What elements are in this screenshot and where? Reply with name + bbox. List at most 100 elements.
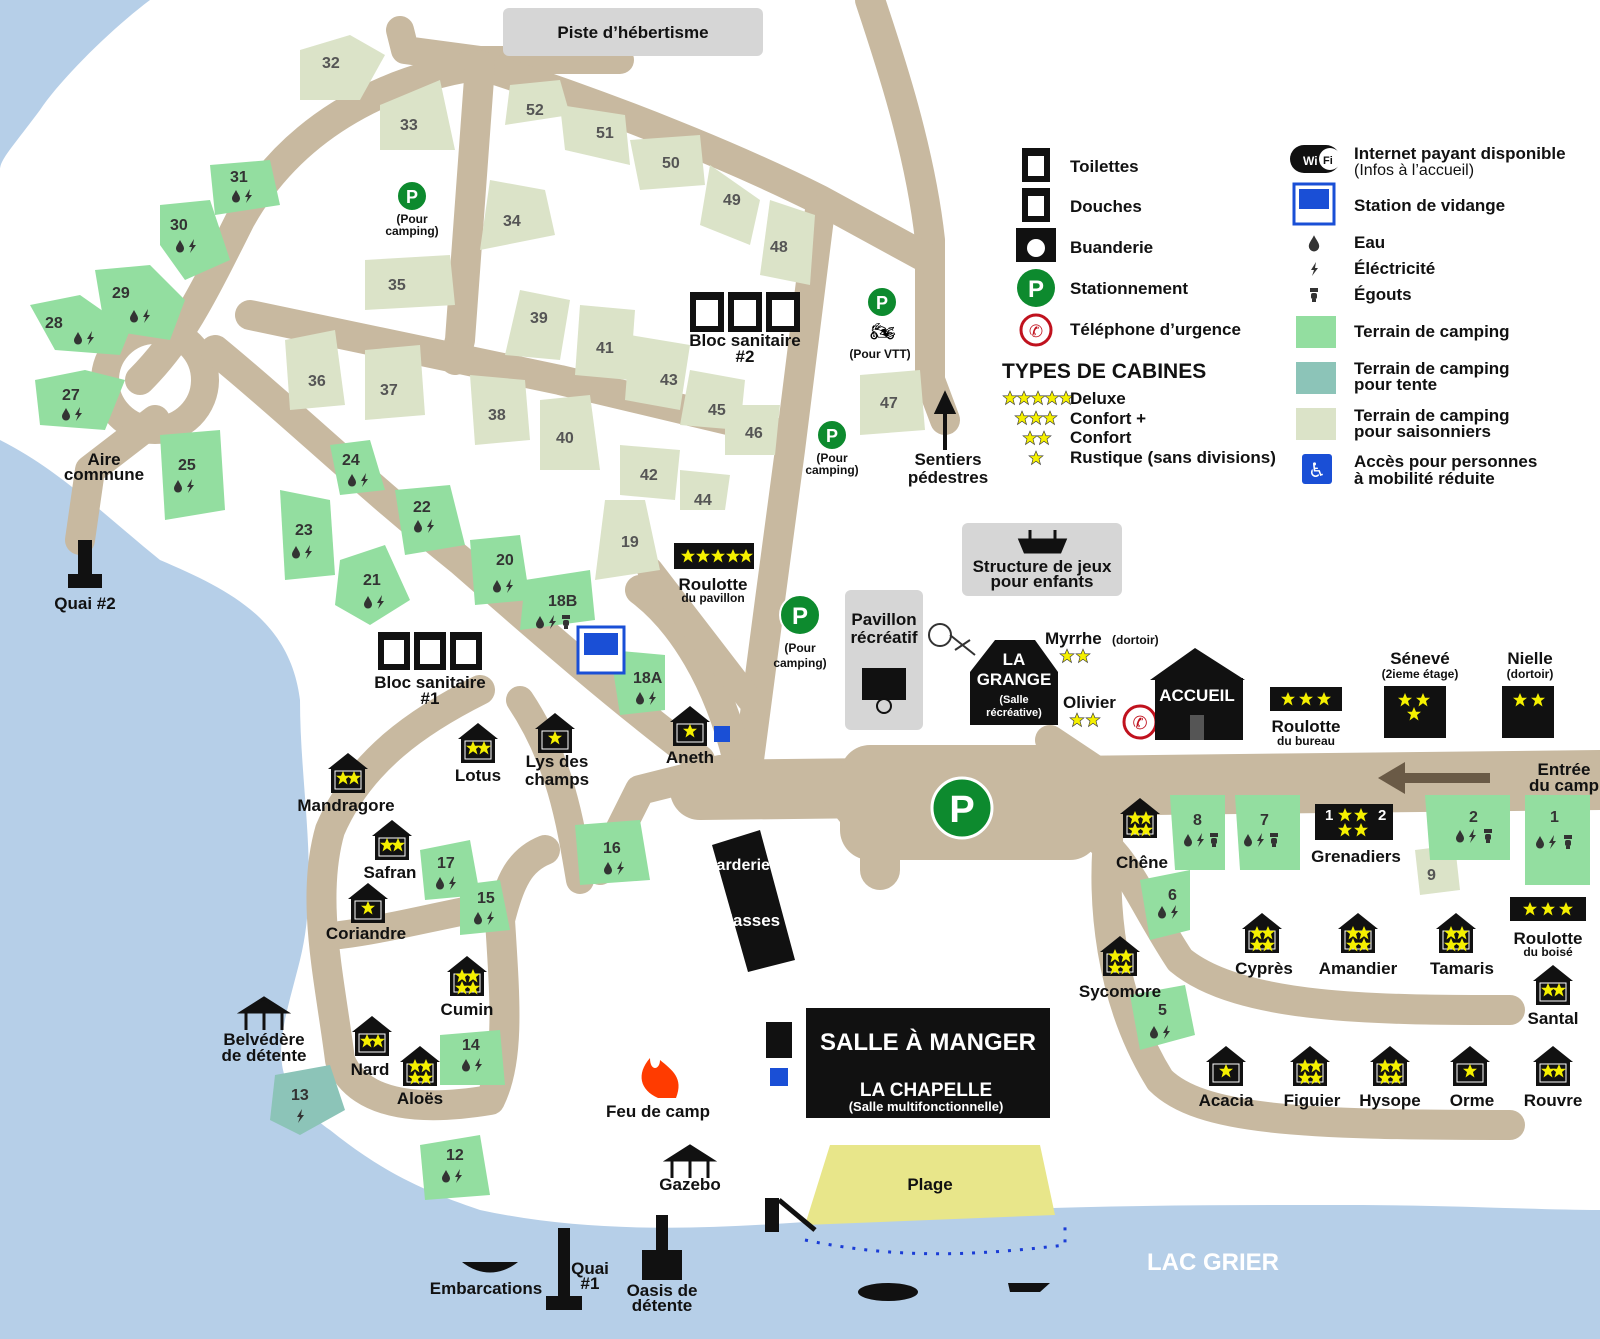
sanitary-block-1-label: Bloc sanitaire [374,673,486,692]
svg-text:P: P [406,187,418,207]
parking-icon[interactable]: P [396,180,428,212]
la-grange-sub: récréative) [986,707,1042,719]
cabin-amandier: Amandier [1319,959,1398,978]
legend-water: Eau [1354,233,1385,252]
trails-label: pédestres [908,468,988,487]
trailer-office-label: Roulotte [1272,717,1341,736]
electricity-icon [1311,262,1318,276]
dock-1 [558,1228,570,1308]
parking-icon[interactable]: P [816,419,848,451]
trailer-woods-sub: du boisé [1523,945,1573,959]
svg-text:35: 35 [388,277,406,294]
svg-text:22: 22 [413,499,431,516]
camp-sites [30,160,1590,1200]
volleyball-icon [928,623,952,647]
reception-building[interactable] [1150,648,1245,740]
svg-text:17: 17 [437,855,455,872]
seasonal-sites [285,35,1460,895]
pavilion-label: récréatif [850,628,917,647]
classes-label: Classes [716,911,780,930]
legend-seasonal-site-sub: pour saisonniers [1354,422,1491,441]
svg-text:25: 25 [178,457,196,474]
oasis-label: Oasis de [627,1281,698,1300]
svg-text:13: 13 [291,1087,309,1104]
cabin-nielle[interactable]: Nielle [1507,649,1552,668]
svg-text:8: 8 [1193,812,1202,829]
cabin-orme-icon[interactable] [1449,1045,1491,1087]
basketball-icon [862,668,906,700]
cabin-safran-icon[interactable] [371,819,413,861]
legend-confort-plus: Confort + [1070,409,1146,428]
svg-text:12: 12 [446,1147,464,1164]
cabin-nard-icon[interactable] [351,1015,393,1057]
toilet-icon [766,1022,792,1058]
cabin-cumin-icon[interactable] [446,955,488,997]
legend-rustique: Rustique (sans divisions) [1070,448,1276,467]
cabin-myrrhe[interactable]: Myrrhe [1045,629,1102,648]
cabin-lotus-icon[interactable] [457,722,499,764]
playground-icon [1017,530,1068,554]
daycare-building[interactable] [712,830,795,972]
parking-icon[interactable]: P [779,594,821,636]
cabin-tamaris-icon[interactable] [1435,912,1477,954]
parking-icon[interactable]: P [930,776,994,840]
svg-text:21: 21 [363,572,381,589]
parking-label-mid: camping) [805,463,858,477]
legend-camp-site: Terrain de camping [1354,322,1510,341]
accessibility-icon [770,1068,788,1086]
lake-water [0,0,150,170]
cabin-amandier-icon[interactable] [1337,912,1379,954]
chapel-sub: (Salle multifonctionnelle) [849,1099,1004,1114]
svg-text:9: 9 [1427,867,1436,884]
gazebo-label: Gazebo [659,1175,720,1194]
beach-label: Plage [907,1175,952,1194]
cabin-figuier-icon[interactable] [1289,1045,1331,1087]
cabin-acacia-icon[interactable] [1205,1045,1247,1087]
cabin-coriandre-icon[interactable] [347,882,389,924]
playground-label: pour enfants [991,572,1094,591]
cabin-aloes-icon[interactable] [399,1045,441,1087]
svg-text:P: P [826,426,838,446]
cabin-cypres-icon[interactable] [1241,912,1283,954]
cabin-rouvre: Rouvre [1524,1091,1583,1110]
dining-hall-building[interactable] [806,1008,1050,1118]
daycare-label: Garderie [704,857,770,874]
svg-text:6: 6 [1168,887,1177,904]
svg-text:39: 39 [530,310,548,327]
legend-showers: Douches [1070,197,1142,216]
canoe-icon [462,1262,518,1273]
legend-wifi-sub: (Infos à l’accueil) [1354,162,1474,179]
la-grange-building[interactable] [970,640,1058,725]
cabin-hysope-icon[interactable] [1369,1045,1411,1087]
obstacle-course-box [503,8,763,56]
entry-label: Entrée [1538,760,1591,779]
svg-text:49: 49 [723,192,741,209]
svg-text:43: 43 [660,372,678,389]
cabin-grenadiers-icon[interactable] [1315,804,1393,840]
parking-label-top: camping) [385,224,438,238]
cabin-lys: champs [525,770,589,789]
playground-label: Structure de jeux [973,557,1112,576]
trailer-pavilion-label: Roulotte [679,575,748,594]
cabin-olivier[interactable]: Olivier [1063,693,1116,712]
cabin-seneve[interactable]: Sénevé [1390,649,1450,668]
legend-sewer: Égouts [1354,285,1412,304]
cabin-acacia: Acacia [1199,1091,1254,1110]
parking-icon [1017,269,1055,307]
cabin-santal-icon[interactable] [1532,964,1574,1006]
cabin-cumin: Cumin [441,1000,494,1019]
svg-text:7: 7 [1260,812,1269,829]
cabin-aneth-icon[interactable] [669,705,711,747]
svg-text:P: P [876,293,888,313]
legend-accessibility: Accès pour personnes [1354,452,1537,471]
parking-label-mid: (Pour [816,451,848,465]
parking-icon[interactable]: P [866,286,898,318]
svg-text:18A: 18A [633,670,663,687]
svg-text:52: 52 [526,102,544,119]
cabin-santal: Santal [1527,1009,1578,1028]
cabin-rouvre-icon[interactable] [1532,1045,1574,1087]
la-grange-label: LA [1003,650,1026,669]
